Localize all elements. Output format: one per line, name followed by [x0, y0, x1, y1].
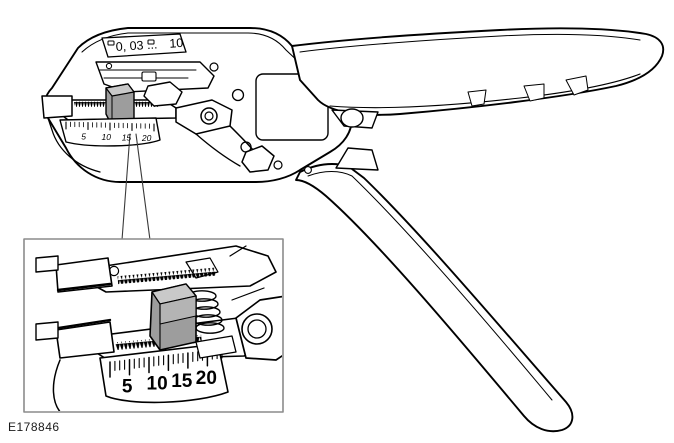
wire-section-icon: [107, 40, 115, 46]
lower-handle[interactable]: [295, 147, 574, 433]
gripper-block: [55, 257, 113, 293]
scale-tick-label: 5: [81, 132, 86, 142]
scale-tick-label: 5: [122, 377, 133, 398]
scale-tick-label: 10: [147, 374, 168, 395]
capacity-label-text: 0, 03 ...10: [115, 36, 183, 54]
rivet-icon: [231, 88, 245, 102]
callout-leaders: [121, 133, 151, 241]
stop-block[interactable]: [149, 283, 197, 351]
figure-id: E178846: [8, 420, 60, 434]
upper-handle[interactable]: [291, 27, 665, 129]
scale-tick-label: 10: [102, 132, 112, 142]
inset-scale-plate: [99, 343, 229, 404]
scale-tick-label: 15: [122, 132, 132, 142]
stop-block[interactable]: [105, 83, 135, 123]
handle-pivot-icon: [340, 108, 364, 128]
scale-tick-label: 20: [196, 368, 217, 389]
length-scale-labels: 5 10 15 20: [81, 132, 151, 143]
rivet-icon: [209, 62, 219, 72]
rivet-icon: [273, 160, 283, 170]
gripper-block: [55, 321, 115, 359]
detail-inset: [23, 238, 284, 413]
capacity-label-plate: [101, 33, 187, 58]
scale-tick-label: 20: [141, 133, 152, 143]
wire-section-icon: [147, 39, 155, 45]
gripper-block: [41, 95, 73, 119]
rivet-icon: [304, 166, 312, 174]
scale-tick-label: 15: [171, 371, 193, 392]
jaw-teeth: [117, 267, 216, 285]
length-scale: [59, 117, 161, 147]
